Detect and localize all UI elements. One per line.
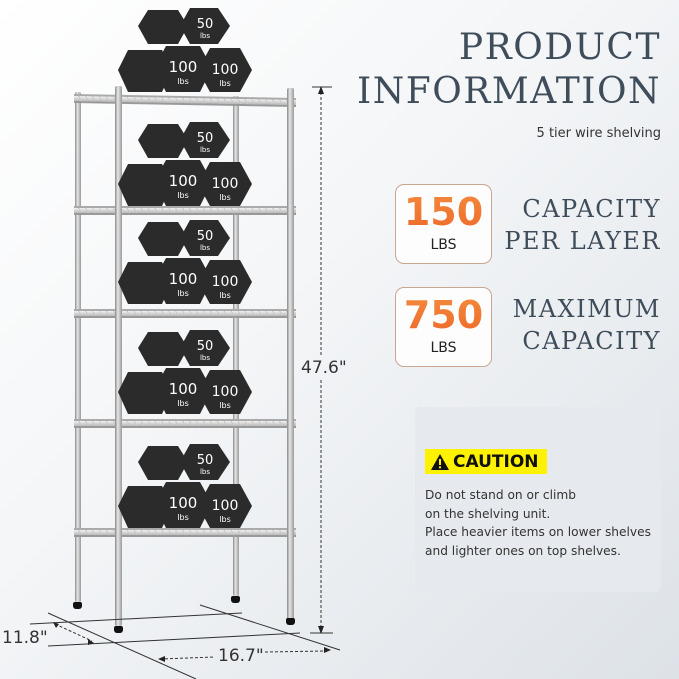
front-left-post	[115, 86, 122, 626]
svg-text:lbs: lbs	[177, 513, 188, 522]
back-right-post	[233, 96, 239, 596]
svg-text:lbs: lbs	[219, 79, 230, 88]
foot	[286, 618, 295, 625]
caution-line: and lighter ones on top shelves.	[425, 543, 621, 558]
subtitle: 5 tier wire shelving	[536, 126, 661, 141]
svg-text:50: 50	[197, 17, 214, 32]
caution-label: CAUTION	[453, 451, 539, 472]
stat-unit: LBS	[430, 237, 457, 253]
svg-text:100: 100	[169, 172, 198, 190]
svg-text:lbs: lbs	[177, 399, 188, 408]
svg-text:lbs: lbs	[219, 291, 230, 300]
svg-text:lbs: lbs	[200, 32, 210, 40]
svg-text:100: 100	[169, 380, 198, 398]
page-title: PRODUCT INFORMATION	[357, 26, 661, 114]
svg-text:lbs: lbs	[219, 515, 230, 524]
dumbbell-stack-icon: 50 lbs 100 lbs 100 lbs	[118, 8, 252, 92]
svg-text:50: 50	[197, 339, 214, 354]
svg-text:100: 100	[169, 270, 198, 288]
shelf-tier-5	[74, 528, 296, 537]
stat-label-line-2: CAPACITY	[522, 327, 661, 355]
depth-dimension-label: 11.8"	[2, 628, 48, 648]
title-line-2: INFORMATION	[357, 71, 661, 112]
svg-text:lbs: lbs	[200, 354, 210, 362]
shelf-tier-4	[74, 419, 296, 428]
warning-triangle-icon	[431, 453, 449, 470]
capacity-per-layer-badge: 150 LBS	[395, 184, 492, 264]
stat-label-line-2: PER LAYER	[504, 227, 661, 255]
maximum-capacity-label: MAXIMUM CAPACITY	[513, 293, 661, 357]
back-left-post	[75, 92, 81, 602]
foot	[114, 626, 123, 633]
stat-label-line-1: MAXIMUM	[512, 295, 661, 323]
svg-text:lbs: lbs	[200, 146, 210, 154]
width-dimension-label: 16.7"	[218, 646, 264, 666]
svg-text:50: 50	[197, 131, 214, 146]
svg-text:lbs: lbs	[200, 468, 210, 476]
svg-text:lbs: lbs	[177, 77, 188, 86]
shelf-tier-3	[74, 309, 296, 318]
height-dimension-label: 47.6"	[301, 358, 347, 378]
svg-text:100: 100	[212, 274, 239, 290]
svg-text:100: 100	[169, 58, 198, 76]
caution-line: Place heavier items on lower shelves	[425, 525, 651, 539]
stat-value: 750	[396, 294, 491, 336]
caution-line: Do not stand on or climb	[425, 488, 576, 502]
svg-text:50: 50	[197, 453, 214, 468]
caution-badge: CAUTION	[425, 449, 547, 474]
capacity-per-layer-label: CAPACITY PER LAYER	[504, 193, 661, 257]
svg-text:100: 100	[212, 176, 239, 192]
front-right-post	[287, 88, 294, 623]
svg-text:lbs: lbs	[177, 289, 188, 298]
stat-label-line-1: CAPACITY	[522, 195, 661, 223]
svg-text:lbs: lbs	[200, 244, 210, 252]
svg-text:100: 100	[212, 62, 239, 78]
foot	[231, 596, 240, 603]
svg-text:lbs: lbs	[219, 401, 230, 410]
svg-text:lbs: lbs	[177, 191, 188, 200]
foot	[73, 602, 82, 609]
caution-message: Do not stand on or climb on the shelving…	[425, 486, 661, 560]
svg-text:lbs: lbs	[219, 193, 230, 202]
stat-value: 150	[396, 191, 491, 233]
stat-unit: LBS	[430, 340, 457, 356]
svg-text:100: 100	[169, 494, 198, 512]
dimension-lines	[29, 86, 341, 679]
svg-text:50: 50	[197, 229, 214, 244]
shelf-tier-2	[74, 206, 296, 215]
maximum-capacity-badge: 750 LBS	[395, 287, 492, 367]
caution-line: on the shelving unit.	[425, 506, 551, 521]
svg-text:100: 100	[212, 498, 239, 514]
svg-text:100: 100	[212, 384, 239, 400]
caution-panel: CAUTION Do not stand on or climb on the …	[415, 407, 661, 592]
title-line-1: PRODUCT	[458, 27, 661, 68]
